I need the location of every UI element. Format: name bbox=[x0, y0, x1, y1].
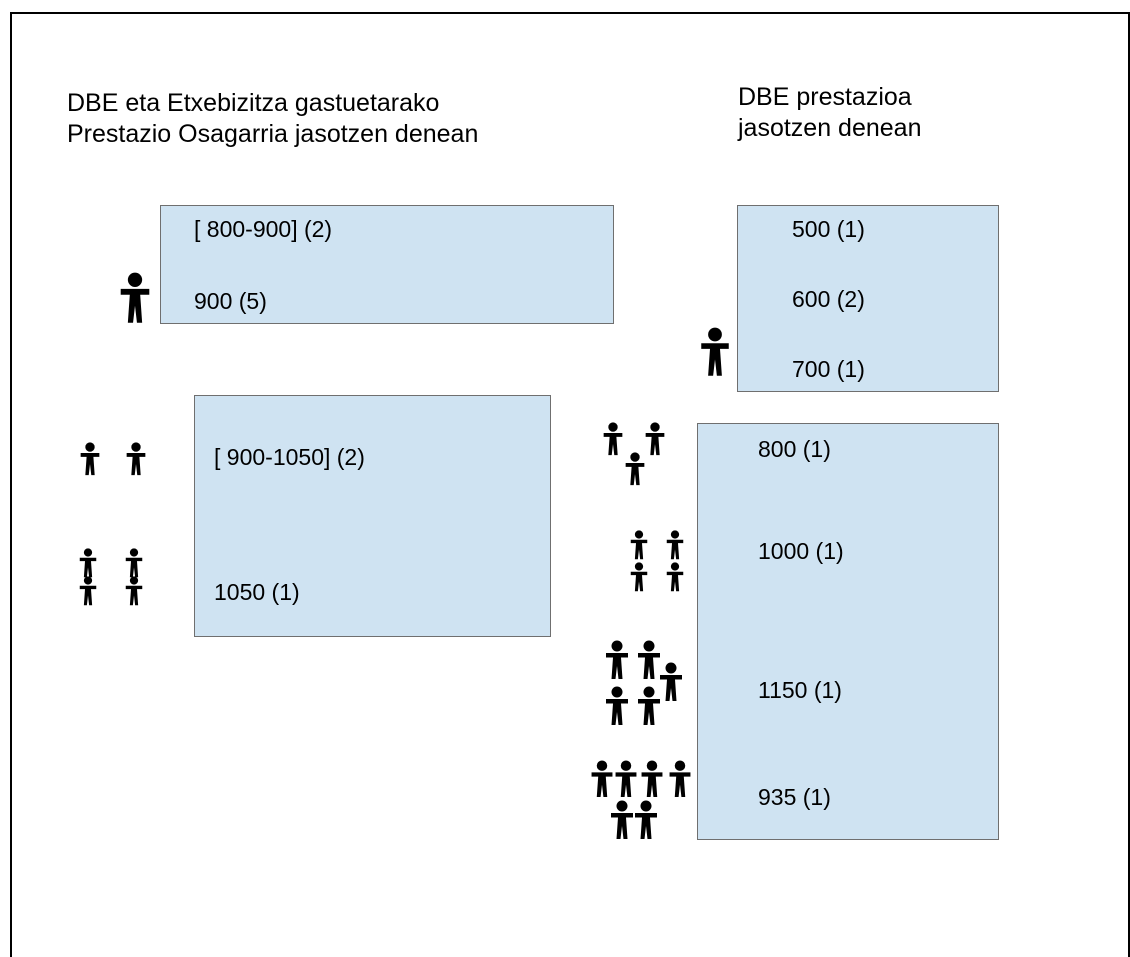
right-box2-label-2: 1000 (1) bbox=[758, 538, 844, 564]
left-heading-line2: Prestazio Osagarria jasotzen denean bbox=[67, 120, 479, 148]
left-box1-value-label: 900 (5) bbox=[194, 288, 267, 314]
six-persons-icon bbox=[591, 760, 691, 839]
left-heading: DBE eta Etxebizitza gastuetarako Prestaz… bbox=[67, 88, 478, 150]
right-box-multi-person bbox=[697, 423, 999, 840]
right-heading-line2: jasotzen denean bbox=[738, 114, 922, 142]
two-persons-icon bbox=[80, 442, 146, 476]
right-box2-label-3: 1150 (1) bbox=[758, 677, 842, 703]
five-persons-icon bbox=[606, 640, 682, 725]
left-box2-range-label: [ 900-1050] (2) bbox=[214, 444, 365, 470]
left-box1-range-label: [ 800-900] (2) bbox=[194, 216, 333, 242]
three-persons-icon bbox=[603, 422, 665, 486]
right-heading: DBE prestazioa jasotzen denean bbox=[738, 82, 921, 144]
right-box-single-person bbox=[737, 205, 999, 392]
left-box2-value-label: 1050 (1) bbox=[214, 579, 300, 605]
four-persons-icon bbox=[630, 530, 684, 592]
one-person-icon bbox=[120, 272, 150, 323]
right-box1-label-3: 700 (1) bbox=[792, 356, 865, 382]
right-box1-label-1: 500 (1) bbox=[792, 216, 865, 242]
diagram-frame bbox=[10, 12, 1130, 957]
left-box-two-to-four-persons bbox=[194, 395, 551, 637]
right-heading-line1: DBE prestazioa bbox=[738, 83, 912, 111]
left-heading-line1: DBE eta Etxebizitza gastuetarako bbox=[67, 89, 440, 117]
left-box-single-person bbox=[160, 205, 614, 324]
four-persons-icon bbox=[79, 548, 143, 606]
one-person-icon bbox=[701, 327, 729, 376]
right-box2-label-1: 800 (1) bbox=[758, 436, 831, 462]
right-box1-label-2: 600 (2) bbox=[792, 286, 865, 312]
right-box2-label-4: 935 (1) bbox=[758, 784, 831, 810]
